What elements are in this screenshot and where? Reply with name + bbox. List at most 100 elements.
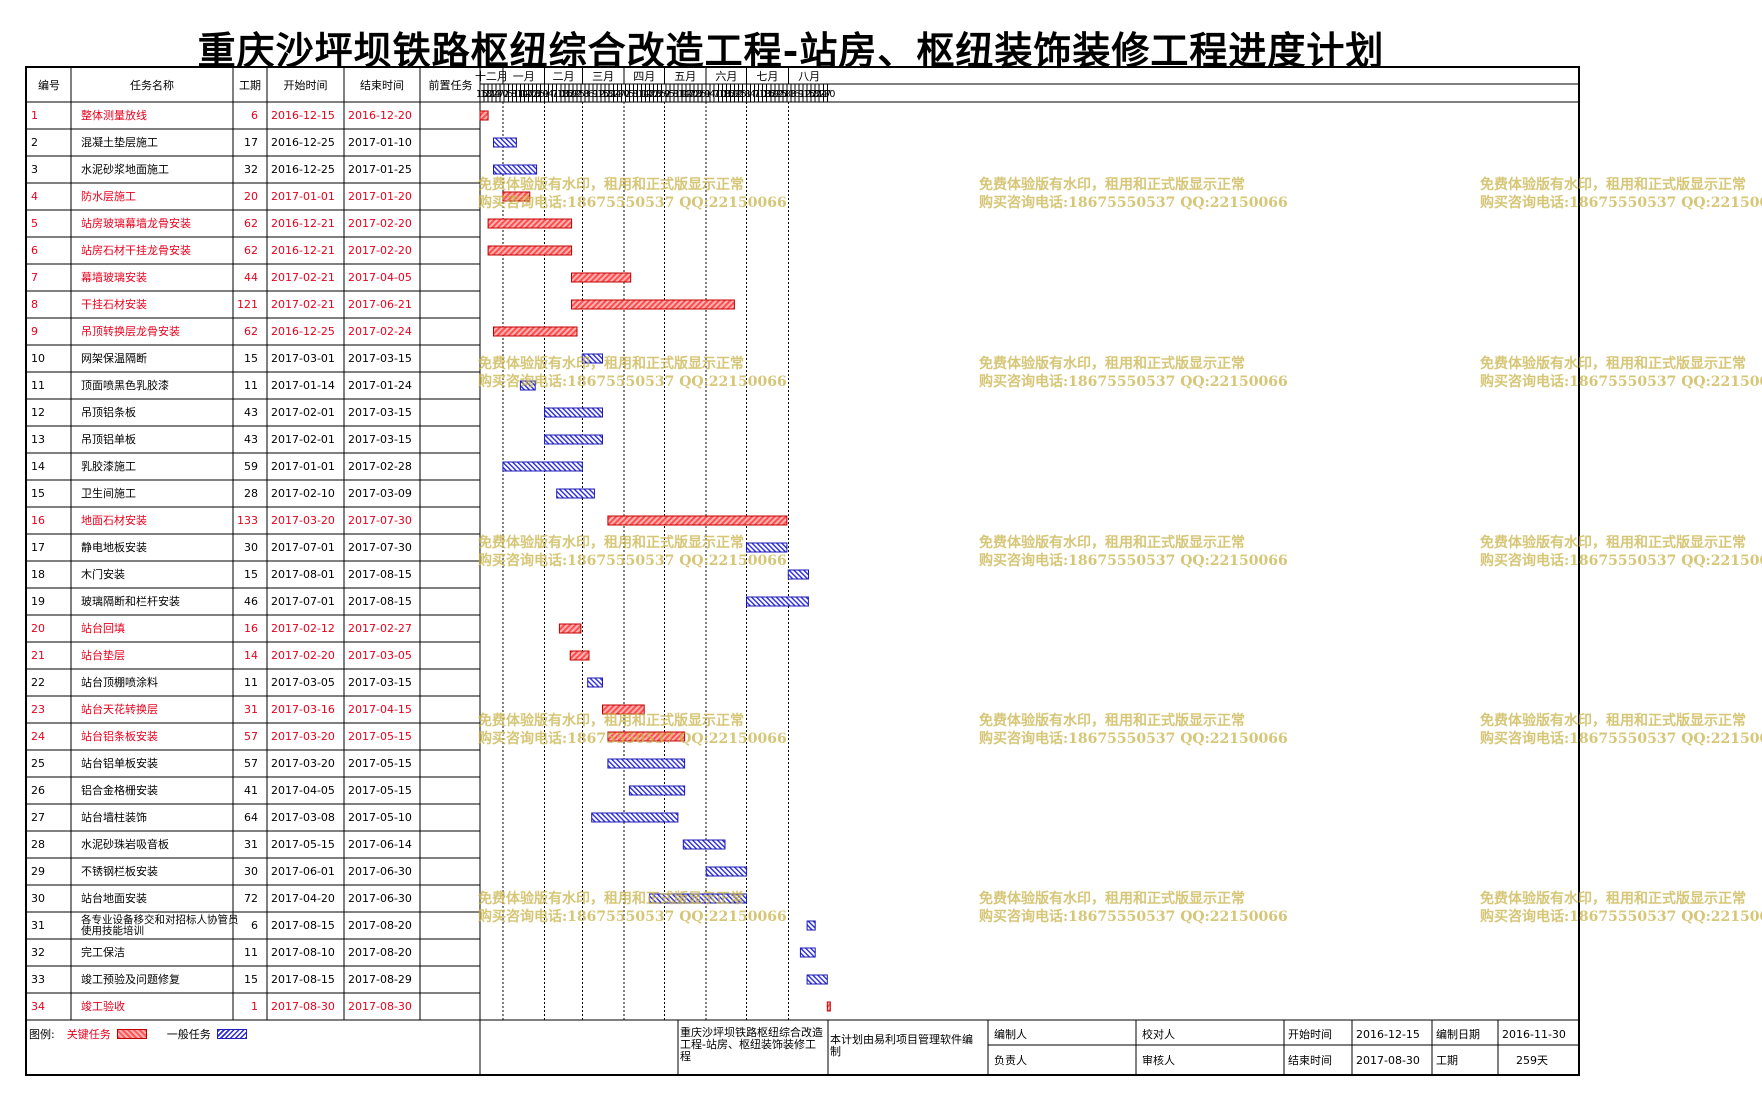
gantt-bar-normal[interactable] bbox=[787, 569, 809, 580]
task-start: 2017-01-14 bbox=[271, 379, 335, 392]
gantt-bar-critical[interactable] bbox=[479, 110, 489, 121]
day-tick-label: 29 bbox=[698, 89, 710, 100]
footer-date-label: 编制日期 bbox=[1436, 1029, 1480, 1041]
gantt-bar-critical[interactable] bbox=[493, 326, 578, 337]
gantt-bar-critical[interactable] bbox=[571, 272, 632, 283]
task-end: 2017-08-20 bbox=[348, 919, 412, 932]
gantt-bar-critical[interactable] bbox=[607, 515, 788, 526]
gantt-bar-critical[interactable] bbox=[826, 1001, 831, 1012]
day-tick-label: 2 bbox=[665, 89, 671, 100]
gantt-bar-normal[interactable] bbox=[544, 407, 603, 418]
task-id: 30 bbox=[31, 892, 45, 905]
gantt-bar-normal[interactable] bbox=[806, 974, 828, 985]
task-end: 2017-04-05 bbox=[348, 271, 412, 284]
task-name: 各专业设备移交和对招标人协管员使用技能培训 bbox=[81, 913, 239, 937]
gantt-bar-normal[interactable] bbox=[493, 137, 517, 148]
task-duration: 64 bbox=[244, 811, 258, 824]
gantt-bar-critical[interactable] bbox=[558, 623, 582, 634]
gantt-bar-normal[interactable] bbox=[581, 353, 603, 364]
day-tick-label: 28 bbox=[738, 89, 750, 100]
gantt-bar-critical[interactable] bbox=[487, 218, 573, 229]
gantt-bar-normal[interactable] bbox=[806, 920, 816, 931]
day-tick-label: 17 bbox=[682, 89, 694, 100]
gantt-bar-normal[interactable] bbox=[799, 947, 816, 958]
task-end: 2017-02-20 bbox=[348, 217, 412, 230]
task-duration: 30 bbox=[244, 541, 258, 554]
task-end: 2017-02-20 bbox=[348, 244, 412, 257]
day-tick-label: 19 bbox=[726, 89, 738, 100]
gantt-bar-critical[interactable] bbox=[602, 704, 645, 715]
gantt-bar-normal[interactable] bbox=[746, 596, 809, 607]
task-start: 2017-05-15 bbox=[271, 838, 335, 851]
gantt-bar-normal[interactable] bbox=[649, 893, 747, 904]
gantt-bar-normal[interactable] bbox=[607, 758, 686, 769]
gantt-bar-normal[interactable] bbox=[544, 434, 603, 445]
day-tick-label: 31 bbox=[783, 89, 795, 100]
task-name: 网架保温隔断 bbox=[81, 352, 147, 365]
gantt-bar-normal[interactable] bbox=[493, 164, 538, 175]
footer-period-value: 259天 bbox=[1516, 1055, 1548, 1067]
task-end: 2017-06-30 bbox=[348, 865, 412, 878]
task-id: 6 bbox=[31, 244, 38, 257]
gantt-bar-critical[interactable] bbox=[607, 731, 686, 742]
gantt-bar-normal[interactable] bbox=[682, 839, 726, 850]
gantt-bar-normal[interactable] bbox=[705, 866, 748, 877]
gantt-bar-critical[interactable] bbox=[487, 245, 573, 256]
gantt-bar-normal[interactable] bbox=[628, 785, 686, 796]
task-name: 站台墙柱装饰 bbox=[81, 811, 147, 824]
task-duration: 57 bbox=[244, 730, 258, 743]
gantt-bar-normal[interactable] bbox=[587, 677, 604, 688]
gantt-bar-critical[interactable] bbox=[571, 299, 735, 310]
gantt-bar-normal[interactable] bbox=[519, 380, 536, 391]
gantt-bar-critical[interactable] bbox=[502, 191, 531, 202]
gantt-bar-normal[interactable] bbox=[502, 461, 583, 472]
gantt-bar-normal[interactable] bbox=[556, 488, 595, 499]
gantt-bar-critical[interactable] bbox=[569, 650, 590, 661]
month-label: 一月 bbox=[513, 70, 535, 83]
day-tick-label: 4 bbox=[548, 89, 554, 100]
task-name: 站房玻璃幕墙龙骨安装 bbox=[81, 217, 191, 230]
task-id: 33 bbox=[31, 973, 45, 986]
task-name: 站台铝条板安装 bbox=[81, 730, 158, 743]
gantt-bar-normal[interactable] bbox=[591, 812, 679, 823]
month-label: 十二月 bbox=[475, 69, 508, 83]
task-end: 2017-08-30 bbox=[348, 1000, 412, 1013]
task-id: 18 bbox=[31, 568, 45, 581]
gantt-bar-normal[interactable] bbox=[746, 542, 788, 553]
